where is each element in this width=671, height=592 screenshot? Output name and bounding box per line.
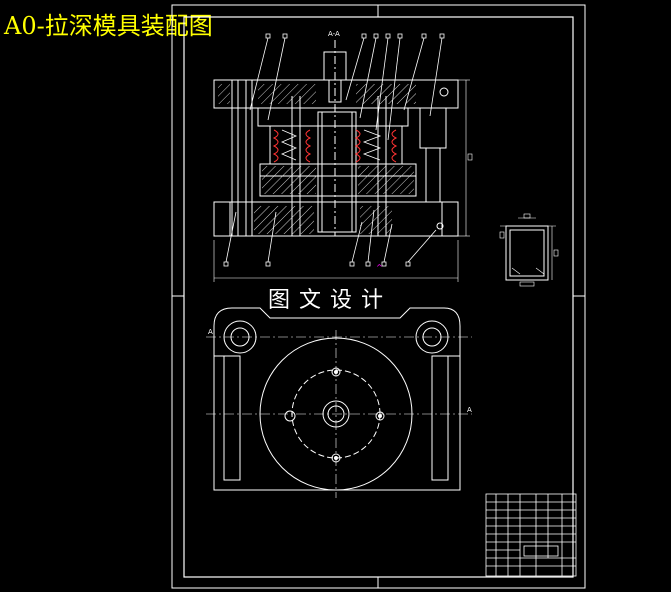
upper-die-plate <box>213 79 459 109</box>
watermark-text: 图文设计 <box>268 288 393 313</box>
punch <box>317 111 357 233</box>
section-marker-right: A <box>467 406 472 414</box>
section-marker-left: A <box>208 328 213 336</box>
guide-post-left <box>231 79 253 237</box>
section-view <box>213 40 459 237</box>
drawing-title: A0-拉深模具装配图 <box>4 12 213 40</box>
leader-lines-top <box>249 37 443 141</box>
springs <box>272 129 398 163</box>
leader-tags-top <box>265 33 445 39</box>
guide-post-right <box>419 107 447 149</box>
blank-holder <box>259 163 417 197</box>
part-detail-view <box>499 213 559 287</box>
section-label-aa: A-A <box>328 30 340 38</box>
plan-view <box>206 307 472 498</box>
upper-retainer <box>257 107 409 127</box>
hatched-regions <box>218 84 416 234</box>
dimension-lines <box>213 79 473 282</box>
magenta-marker: ^ <box>376 263 383 272</box>
base-outline <box>213 307 461 491</box>
title-block <box>485 493 577 577</box>
leader-lines-bottom <box>225 209 437 263</box>
lower-die-plate <box>213 201 459 237</box>
